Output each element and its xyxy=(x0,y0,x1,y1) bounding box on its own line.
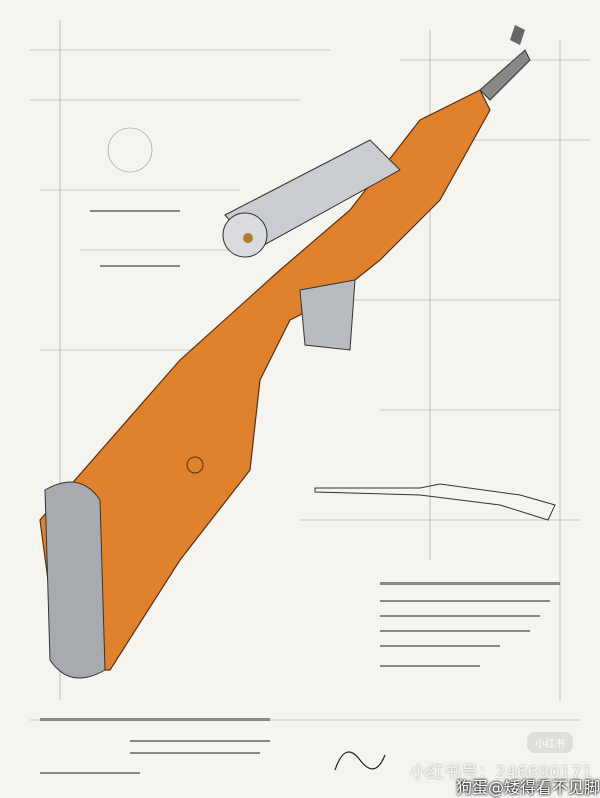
signature xyxy=(334,751,386,771)
rifle-main-drawing xyxy=(39,25,531,679)
account-id-watermark: 小红书号：246690171 xyxy=(410,763,593,783)
rifle-side-view xyxy=(314,483,556,521)
blueprint-lines xyxy=(30,20,590,721)
blueprint-annotations xyxy=(40,210,560,774)
author-watermark: 狗蛋@矮得看不见脚 xyxy=(456,778,600,797)
platform-logo-watermark: 小红书 xyxy=(527,732,573,753)
